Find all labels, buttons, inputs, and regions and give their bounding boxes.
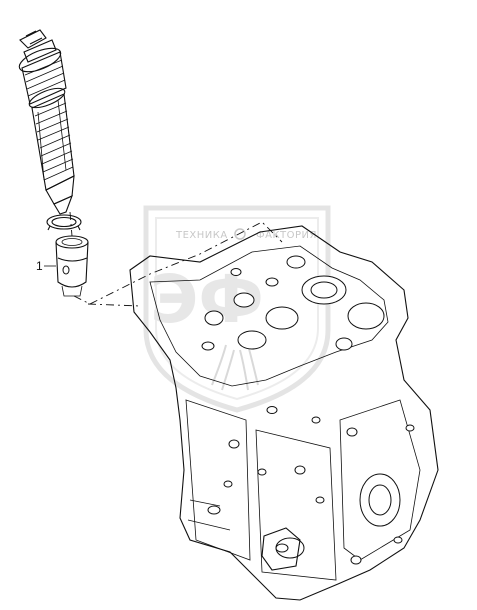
- engine-cylinder-head-icon: [129, 225, 439, 601]
- watermark-shield: ЭФ ТЕХНИКА ФАКТОРИЯ: [143, 205, 331, 413]
- part-callout-1: 1: [36, 259, 43, 273]
- assembly-axis-lines: [69, 211, 283, 307]
- nozzle-sleeve-icon: [55, 235, 89, 297]
- injector-nozzle-icon: [18, 29, 75, 215]
- wheat-icon: [211, 344, 259, 391]
- watermark-right-text: ФАКТОРИЯ: [256, 230, 317, 241]
- gear-icon: [234, 228, 246, 240]
- retaining-ring-icon: [46, 214, 82, 231]
- watermark-left-text: ТЕХНИКА: [175, 230, 228, 241]
